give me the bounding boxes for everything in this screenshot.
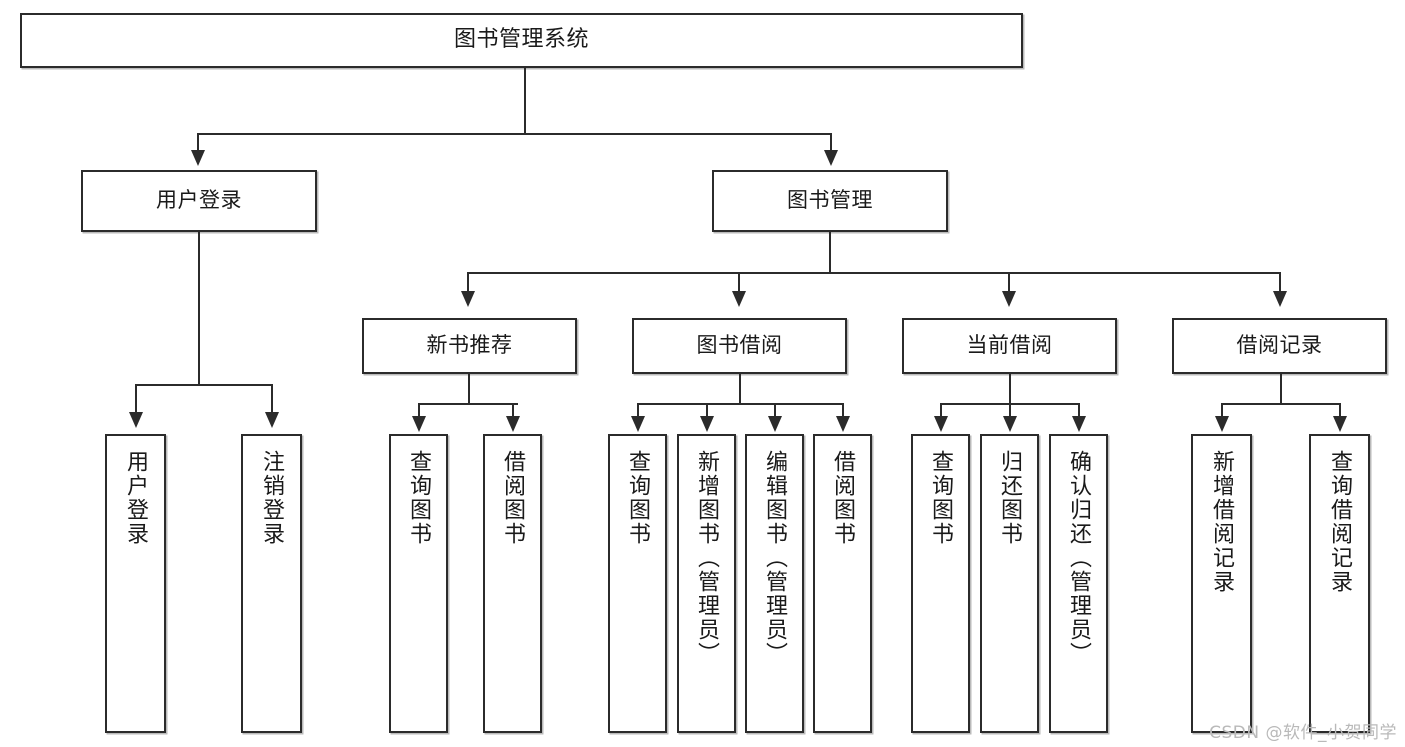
arrowhead-user-login-leaf-1: [129, 412, 143, 428]
connector-bb-drop-1: [637, 403, 639, 417]
arrowhead-to-current-borrow: [1002, 291, 1016, 307]
node-label: 图书管理系统: [453, 27, 589, 53]
node-borrow-record[interactable]: 借阅记录: [1172, 318, 1387, 374]
connector-to-borrow-record: [1279, 272, 1281, 292]
leaf-bb-edit-book-admin[interactable]: 编辑图书（管理员）: [745, 434, 804, 733]
node-label: 编辑图书（管理员）: [762, 450, 788, 666]
connector-book-management-stem: [829, 232, 831, 273]
connector-cb-drop-3: [1078, 403, 1080, 417]
node-book-management[interactable]: 图书管理: [712, 170, 948, 232]
connector-borrow-record-stem: [1280, 374, 1282, 404]
leaf-user-login-login[interactable]: 用户登录: [105, 434, 166, 733]
node-label: 查询借阅记录: [1327, 450, 1353, 594]
node-root-book-management-system[interactable]: 图书管理系统: [20, 13, 1023, 68]
node-label: 借阅图书: [500, 450, 526, 546]
leaf-cb-return-book[interactable]: 归还图书: [980, 434, 1039, 733]
leaf-nbr-query-book[interactable]: 查询图书: [389, 434, 448, 733]
connector-user-login-stem: [198, 232, 200, 385]
connector-nbr-drop-1: [418, 403, 420, 417]
connector-root-stem: [524, 68, 526, 134]
node-label: 新增图书（管理员）: [694, 450, 720, 666]
leaf-bb-add-book-admin[interactable]: 新增图书（管理员）: [677, 434, 736, 733]
connector-new-book-recommend-bus: [418, 403, 518, 405]
connector-user-login-drop-1: [135, 384, 137, 413]
node-book-borrow[interactable]: 图书借阅: [632, 318, 847, 374]
connector-current-borrow-stem: [1009, 374, 1011, 404]
connector-root-to-book-management: [830, 133, 832, 151]
connector-to-new-book-recommend: [467, 272, 469, 292]
arrowhead-to-borrow-record: [1273, 291, 1287, 307]
connector-bb-drop-3: [774, 403, 776, 417]
leaf-cb-confirm-return-admin[interactable]: 确认归还（管理员）: [1049, 434, 1108, 733]
arrowhead-to-book-management: [824, 150, 838, 166]
connector-cb-drop-2: [1009, 403, 1011, 417]
arrowhead-cb-leaf-2: [1003, 416, 1017, 432]
connector-user-login-bus: [135, 384, 272, 386]
connector-book-borrow-bus: [637, 403, 843, 405]
leaf-br-query-record[interactable]: 查询借阅记录: [1309, 434, 1370, 733]
arrowhead-user-login-leaf-2: [265, 412, 279, 428]
node-label: 用户登录: [123, 450, 149, 546]
node-label: 用户登录: [156, 188, 242, 213]
csdn-watermark: CSDN @软件_小贺同学: [1209, 723, 1397, 743]
arrowhead-br-leaf-2: [1333, 416, 1347, 432]
node-label: 注销登录: [259, 450, 285, 546]
leaf-bb-query-book[interactable]: 查询图书: [608, 434, 667, 733]
arrowhead-bb-leaf-2: [700, 416, 714, 432]
node-label: 新书推荐: [426, 333, 513, 358]
node-current-borrow[interactable]: 当前借阅: [902, 318, 1117, 374]
connector-user-login-drop-2: [271, 384, 273, 413]
arrowhead-to-user-login: [191, 150, 205, 166]
node-label: 确认归还（管理员）: [1066, 450, 1092, 666]
arrowhead-bb-leaf-1: [631, 416, 645, 432]
connector-level3-bus: [467, 272, 1281, 274]
leaf-bb-borrow-book[interactable]: 借阅图书: [813, 434, 872, 733]
arrowhead-bb-leaf-3: [768, 416, 782, 432]
connector-root-to-user-login: [197, 133, 199, 151]
node-label: 查询图书: [625, 450, 651, 546]
connector-root-bus: [197, 133, 831, 135]
node-label: 图书借阅: [696, 333, 783, 358]
leaf-cb-query-book[interactable]: 查询图书: [911, 434, 970, 733]
arrowhead-cb-leaf-1: [934, 416, 948, 432]
node-label: 借阅图书: [830, 450, 856, 546]
node-label: 归还图书: [997, 450, 1023, 546]
arrowhead-bb-leaf-4: [836, 416, 850, 432]
connector-borrow-record-bus: [1221, 403, 1339, 405]
leaf-nbr-borrow-book[interactable]: 借阅图书: [483, 434, 542, 733]
node-user-login[interactable]: 用户登录: [81, 170, 317, 232]
connector-to-current-borrow: [1008, 272, 1010, 292]
arrowhead-nbr-leaf-2: [506, 416, 520, 432]
node-new-book-recommend[interactable]: 新书推荐: [362, 318, 577, 374]
node-label: 新增借阅记录: [1209, 450, 1235, 594]
node-label: 查询图书: [406, 450, 432, 546]
connector-br-drop-2: [1339, 403, 1341, 417]
arrowhead-to-new-book-recommend: [461, 291, 475, 307]
connector-br-drop-1: [1221, 403, 1223, 417]
leaf-br-add-record[interactable]: 新增借阅记录: [1191, 434, 1252, 733]
connector-cb-drop-1: [940, 403, 942, 417]
connector-nbr-drop-2: [512, 403, 514, 417]
node-label: 查询图书: [928, 450, 954, 546]
node-label: 当前借阅: [966, 333, 1053, 358]
arrowhead-to-book-borrow: [732, 291, 746, 307]
node-label: 图书管理: [787, 188, 873, 213]
connector-to-book-borrow: [738, 272, 740, 292]
connector-bb-drop-4: [842, 403, 844, 417]
connector-new-book-recommend-stem: [468, 374, 470, 404]
arrowhead-cb-leaf-3: [1072, 416, 1086, 432]
node-label: 借阅记录: [1236, 333, 1323, 358]
connector-bb-drop-2: [706, 403, 708, 417]
connector-book-borrow-stem: [739, 374, 741, 404]
arrowhead-nbr-leaf-1: [412, 416, 426, 432]
leaf-user-login-logout[interactable]: 注销登录: [241, 434, 302, 733]
arrowhead-br-leaf-1: [1215, 416, 1229, 432]
